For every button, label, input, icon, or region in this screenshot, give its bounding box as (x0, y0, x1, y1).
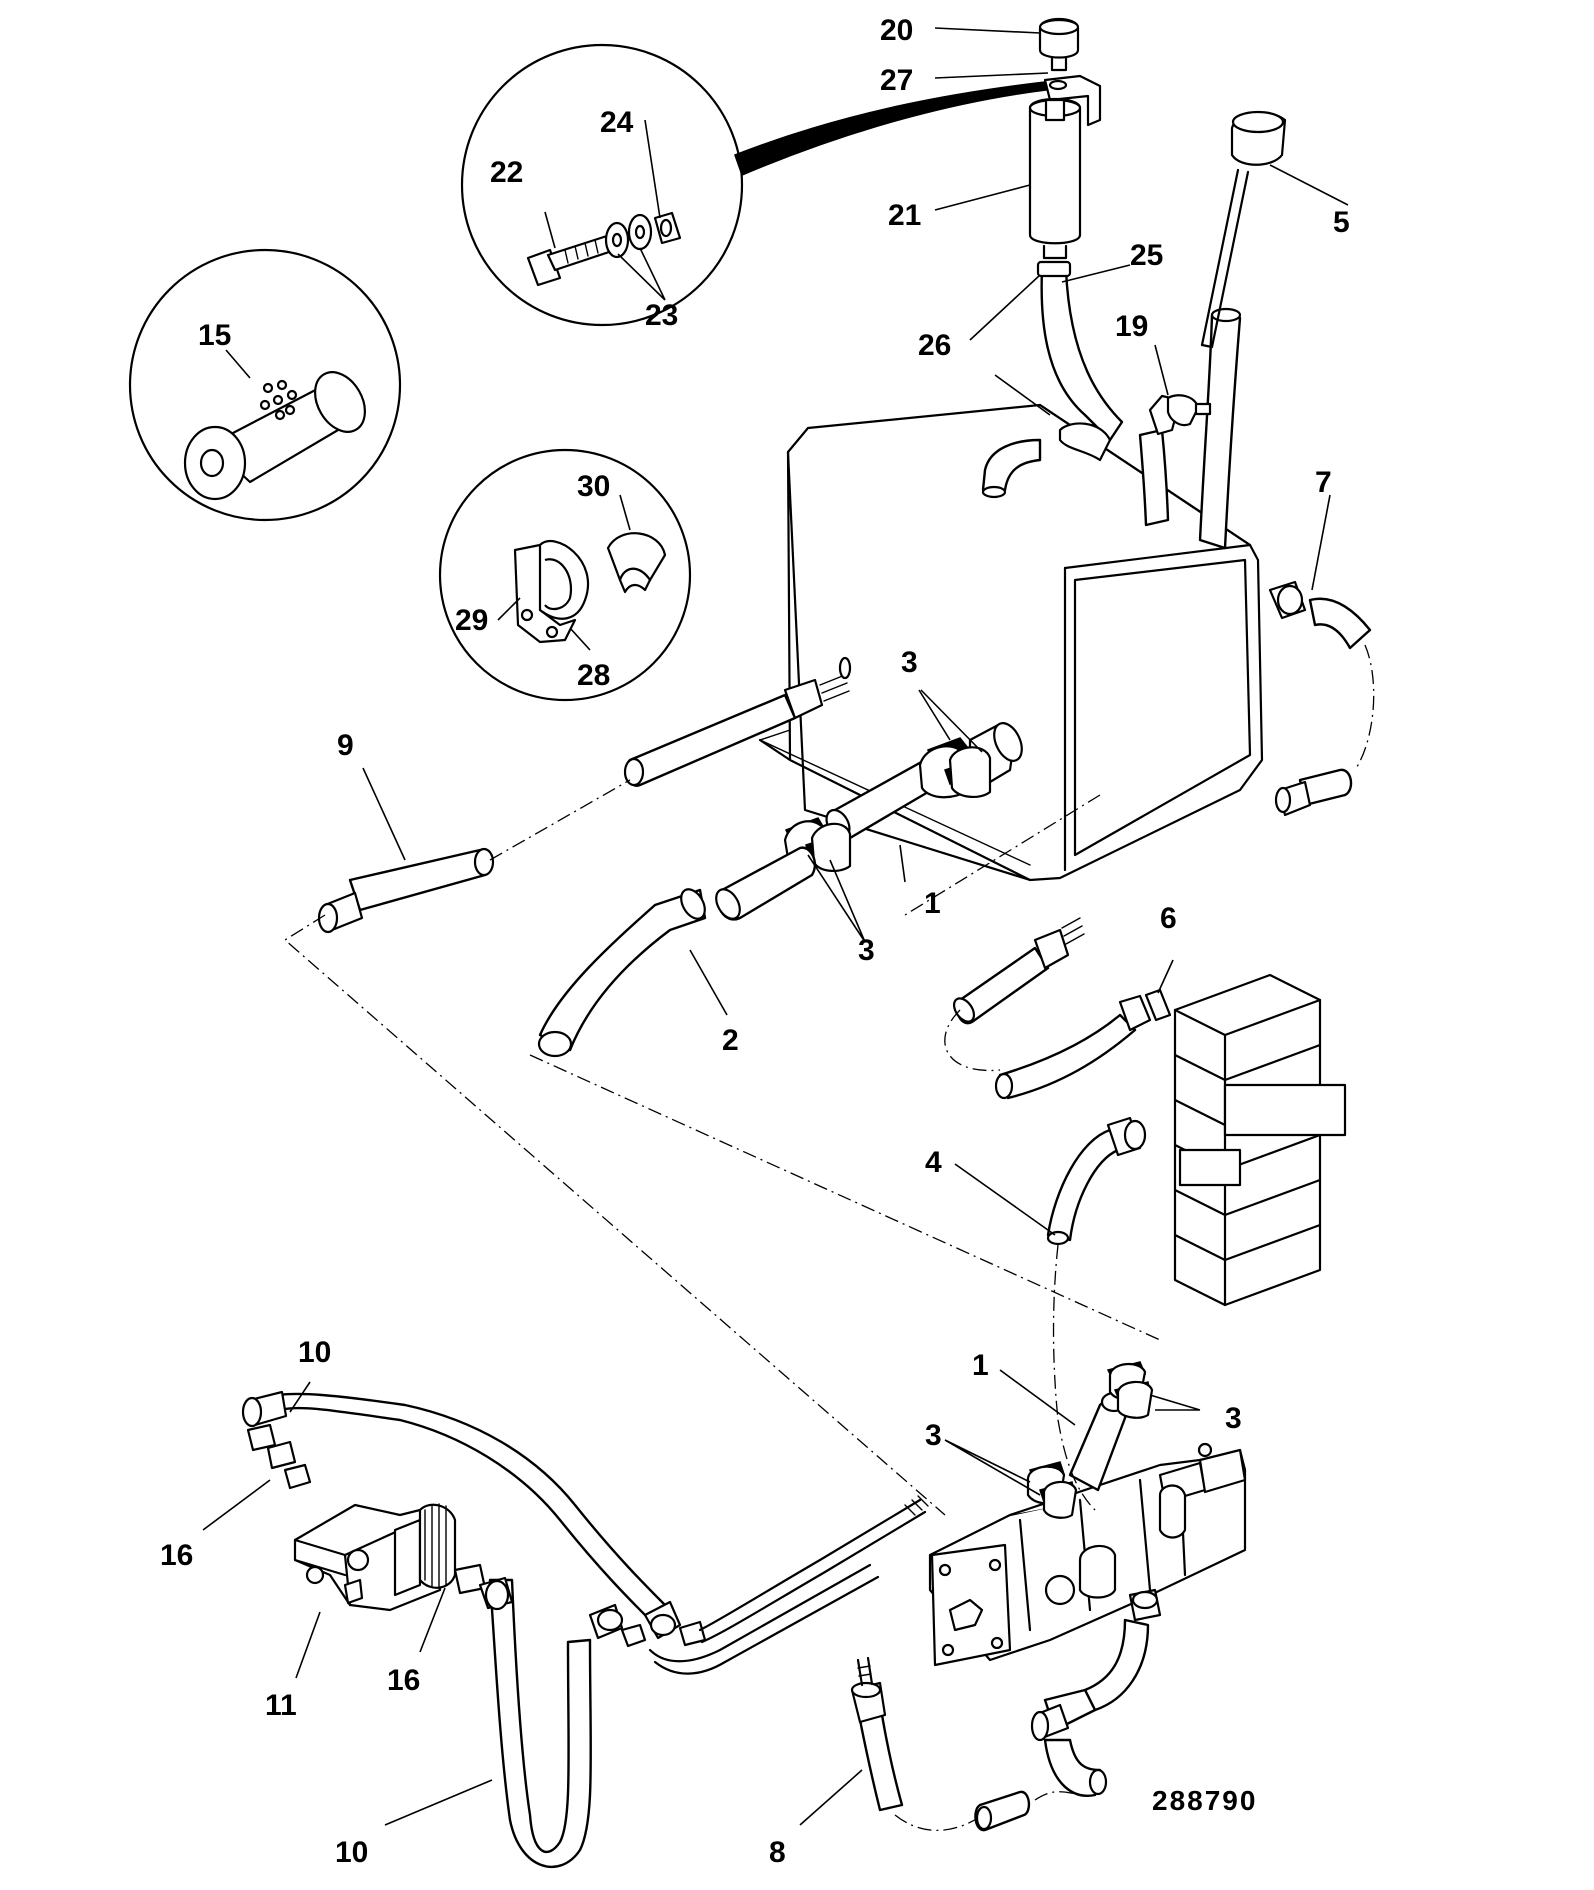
suction-hose-2 (537, 888, 707, 1058)
hose-6 (944, 917, 1172, 1100)
drawing-reference-number: 288790 (1152, 1785, 1257, 1816)
callout-16-right: 16 (387, 1664, 420, 1697)
callout-25: 25 (1130, 239, 1163, 272)
return-pipes (648, 1495, 929, 1675)
callout-3-pump-left: 3 (925, 1419, 942, 1452)
hydraulic-tank (758, 403, 1264, 882)
callout-11: 11 (265, 1689, 297, 1722)
callout-29: 29 (455, 604, 488, 637)
callout-21: 21 (888, 199, 921, 232)
callout-15: 15 (198, 319, 231, 352)
hose-8 (850, 1656, 1081, 1832)
tank-outlet-fitting (968, 722, 1023, 787)
callout-23: 23 (645, 299, 678, 332)
callout-27: 27 (880, 64, 913, 97)
detail-circle-bolt (460, 43, 1047, 327)
hose-clip-pair-pump-upper (1106, 1361, 1154, 1419)
callout-30: 30 (577, 470, 610, 503)
callout-5: 5 (1333, 206, 1350, 239)
callout-3-pump-right: 3 (1225, 1402, 1242, 1435)
callout-1-tank: 1 (924, 887, 941, 920)
callout-7: 7 (1315, 466, 1332, 499)
callout-8: 8 (769, 1836, 786, 1869)
callout-6: 6 (1160, 902, 1177, 935)
detail-circle-clamp (438, 448, 692, 702)
hose-clip-pair-pump-lower (1026, 1461, 1078, 1519)
control-valve-block (1173, 973, 1347, 1307)
dipstick (1200, 110, 1287, 349)
hose-19 (1138, 394, 1212, 527)
callout-3-tube: 3 (858, 934, 875, 967)
tank-top-elbow (981, 438, 1042, 499)
hose-7 (1268, 580, 1375, 817)
leader-lines (202, 27, 1349, 1826)
hose-10-upper-fittings (246, 1423, 312, 1490)
detail-circle-strainer (128, 248, 402, 522)
main-hydraulic-pump (928, 1442, 1247, 1667)
hose-10-lower (453, 1563, 647, 1868)
callout-labels: 20 27 21 5 25 26 19 7 3 1 3 2 9 6 4 1 3 … (160, 14, 1350, 1869)
callout-20: 20 (880, 14, 913, 47)
callout-2: 2 (722, 1024, 739, 1057)
callout-22: 22 (490, 156, 523, 189)
callout-10-lower: 10 (335, 1836, 368, 1869)
pump-outlet-hose (1030, 1588, 1162, 1797)
return-hose-filter (1036, 260, 1124, 462)
callout-26: 26 (918, 329, 951, 362)
connection-paths (283, 779, 1161, 1516)
callout-1-pump: 1 (972, 1349, 989, 1382)
suction-tube-joint (715, 846, 817, 921)
breather-cap (1038, 17, 1080, 72)
auxiliary-gear-pump (293, 1503, 457, 1612)
hose-4 (1046, 1116, 1147, 1421)
callout-9: 9 (337, 729, 354, 762)
callout-28: 28 (577, 659, 610, 692)
hose-10-upper (241, 1390, 707, 1647)
hose-9 (317, 847, 495, 934)
callout-24: 24 (600, 106, 634, 139)
hose-tank-feed (623, 656, 852, 787)
hose-clip-pair-upper (918, 737, 992, 799)
callout-4: 4 (925, 1146, 942, 1179)
callout-3-tank: 3 (901, 646, 918, 679)
callout-10-upper: 10 (298, 1336, 331, 1369)
callout-16-left: 16 (160, 1539, 193, 1572)
callout-19: 19 (1115, 310, 1148, 343)
filter-housing (1028, 98, 1082, 260)
